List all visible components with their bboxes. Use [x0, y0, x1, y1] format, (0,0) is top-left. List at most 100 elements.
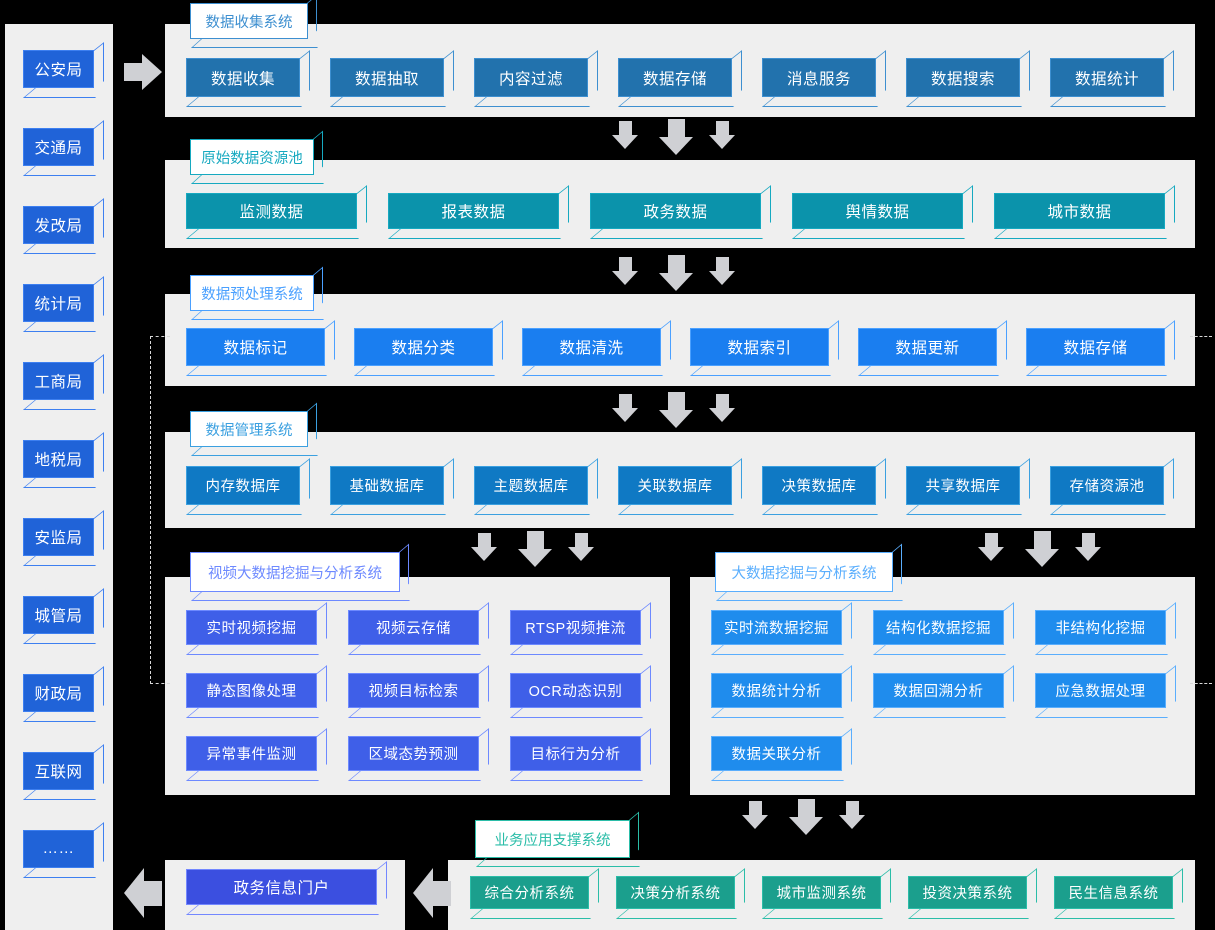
node-preprocess-5[interactable]: 数据更新 — [858, 328, 1006, 375]
node-video-4[interactable]: 静态图像处理 — [186, 673, 326, 717]
sidebar-item-4[interactable]: 统计局 — [23, 284, 103, 331]
box-label: 数据存储 — [1063, 340, 1128, 357]
node-mining-5[interactable]: 数据回溯分析 — [873, 673, 1013, 717]
sidebar-item-11[interactable]: …… — [23, 830, 103, 877]
group-title-label: 数据管理系统 — [205, 422, 293, 439]
node-video-9[interactable]: 目标行为分析 — [510, 736, 650, 780]
sidebar-item-5[interactable]: 工商局 — [23, 362, 103, 409]
node-pool-4[interactable]: 舆情数据 — [792, 193, 972, 238]
box-label: 区域态势预测 — [368, 747, 459, 763]
box-label: 结构化数据挖掘 — [886, 621, 991, 637]
box-label: 工商局 — [34, 374, 83, 391]
node-business-4[interactable]: 投资决策系统 — [908, 876, 1036, 918]
node-video-1[interactable]: 实时视频挖掘 — [186, 610, 326, 654]
group-title-label: 业务应用支撑系统 — [494, 832, 611, 849]
node-manage-2[interactable]: 基础数据库 — [330, 466, 453, 514]
node-preprocess-4[interactable]: 数据索引 — [690, 328, 838, 375]
down-arrow-icon — [789, 799, 823, 835]
box-label: 公安局 — [34, 62, 83, 79]
box-label: 数据收集 — [210, 70, 275, 88]
box-label: 实时视频挖掘 — [206, 621, 297, 637]
node-preprocess-2[interactable]: 数据分类 — [354, 328, 502, 375]
box-label: 城市监测系统 — [776, 886, 867, 902]
node-video-8[interactable]: 区域态势预测 — [348, 736, 488, 780]
node-manage-6[interactable]: 共享数据库 — [906, 466, 1029, 514]
sidebar-item-3[interactable]: 发改局 — [23, 206, 103, 253]
box-label: 政务数据 — [643, 204, 708, 221]
node-business-2[interactable]: 决策分析系统 — [616, 876, 744, 918]
node-mining-7[interactable]: 数据关联分析 — [711, 736, 851, 780]
box-label: 应急数据处理 — [1055, 684, 1146, 700]
node-video-6[interactable]: OCR动态识别 — [510, 673, 650, 717]
node-business-3[interactable]: 城市监测系统 — [762, 876, 890, 918]
box-label: 内容过滤 — [498, 70, 563, 88]
sidebar-item-9[interactable]: 财政局 — [23, 674, 103, 721]
node-pool-1[interactable]: 监测数据 — [186, 193, 366, 238]
group-title-label: 大数据挖掘与分析系统 — [731, 565, 877, 582]
box-label: 主题数据库 — [493, 479, 569, 495]
box-label: 数据抽取 — [354, 70, 419, 88]
node-business-5[interactable]: 民生信息系统 — [1054, 876, 1182, 918]
box-label: 舆情数据 — [845, 204, 910, 221]
box-label: 民生信息系统 — [1068, 886, 1159, 902]
box-label: 目标行为分析 — [530, 747, 621, 763]
box-label: 城管局 — [34, 608, 83, 625]
group-title-label: 数据收集系统 — [205, 14, 293, 31]
node-manage-5[interactable]: 决策数据库 — [762, 466, 885, 514]
node-video-7[interactable]: 异常事件监测 — [186, 736, 326, 780]
sidebar-item-10[interactable]: 互联网 — [23, 752, 103, 799]
node-mining-4[interactable]: 数据统计分析 — [711, 673, 851, 717]
node-pool-2[interactable]: 报表数据 — [388, 193, 568, 238]
box-label: 数据统计分析 — [731, 684, 822, 700]
group-title-pool: 原始数据资源池 — [190, 130, 335, 184]
box-label: 互联网 — [34, 764, 83, 781]
box-label: 发改局 — [34, 218, 83, 235]
node-preprocess-3[interactable]: 数据清洗 — [522, 328, 670, 375]
node-collect-6[interactable]: 数据搜索 — [906, 58, 1029, 106]
node-collect-3[interactable]: 内容过滤 — [474, 58, 597, 106]
box-label: 地税局 — [34, 452, 83, 469]
node-business-1[interactable]: 综合分析系统 — [470, 876, 598, 918]
box-label: 关联数据库 — [637, 479, 713, 495]
box-label: 安监局 — [34, 530, 83, 547]
box-label: 共享数据库 — [925, 479, 1001, 495]
dashed-bracket-right-top — [1190, 336, 1212, 337]
group-title-label: 原始数据资源池 — [201, 150, 303, 167]
node-mining-1[interactable]: 实时流数据挖掘 — [711, 610, 851, 654]
node-video-5[interactable]: 视频目标检索 — [348, 673, 488, 717]
node-video-3[interactable]: RTSP视频推流 — [510, 610, 650, 654]
node-collect-7[interactable]: 数据统计 — [1050, 58, 1173, 106]
box-label: 统计局 — [34, 296, 83, 313]
node-preprocess-6[interactable]: 数据存储 — [1026, 328, 1174, 375]
sidebar-item-6[interactable]: 地税局 — [23, 440, 103, 487]
node-mining-2[interactable]: 结构化数据挖掘 — [873, 610, 1013, 654]
node-manage-3[interactable]: 主题数据库 — [474, 466, 597, 514]
box-label: 投资决策系统 — [922, 886, 1013, 902]
node-collect-2[interactable]: 数据抽取 — [330, 58, 453, 106]
box-label: 交通局 — [34, 140, 83, 157]
node-portal-1[interactable]: 政务信息门户 — [186, 869, 386, 914]
node-pool-3[interactable]: 政务数据 — [590, 193, 770, 238]
node-preprocess-1[interactable]: 数据标记 — [186, 328, 334, 375]
left-arrow-icon — [124, 868, 162, 918]
down-arrow-icon — [659, 392, 693, 428]
node-collect-4[interactable]: 数据存储 — [618, 58, 741, 106]
node-video-2[interactable]: 视频云存储 — [348, 610, 488, 654]
node-manage-4[interactable]: 关联数据库 — [618, 466, 741, 514]
sidebar-item-2[interactable]: 交通局 — [23, 128, 103, 175]
box-label: 决策分析系统 — [630, 886, 721, 902]
sidebar-item-8[interactable]: 城管局 — [23, 596, 103, 643]
node-collect-1[interactable]: 数据收集 — [186, 58, 309, 106]
node-mining-3[interactable]: 非结构化挖掘 — [1035, 610, 1175, 654]
down-arrow-icon — [568, 533, 594, 561]
node-mining-6[interactable]: 应急数据处理 — [1035, 673, 1175, 717]
sidebar-item-1[interactable]: 公安局 — [23, 50, 103, 97]
node-collect-5[interactable]: 消息服务 — [762, 58, 885, 106]
sidebar-item-7[interactable]: 安监局 — [23, 518, 103, 565]
node-manage-7[interactable]: 存储资源池 — [1050, 466, 1173, 514]
node-manage-1[interactable]: 内存数据库 — [186, 466, 309, 514]
node-pool-5[interactable]: 城市数据 — [994, 193, 1174, 238]
box-label: 数据清洗 — [559, 340, 624, 357]
box-label: 异常事件监测 — [206, 747, 297, 763]
